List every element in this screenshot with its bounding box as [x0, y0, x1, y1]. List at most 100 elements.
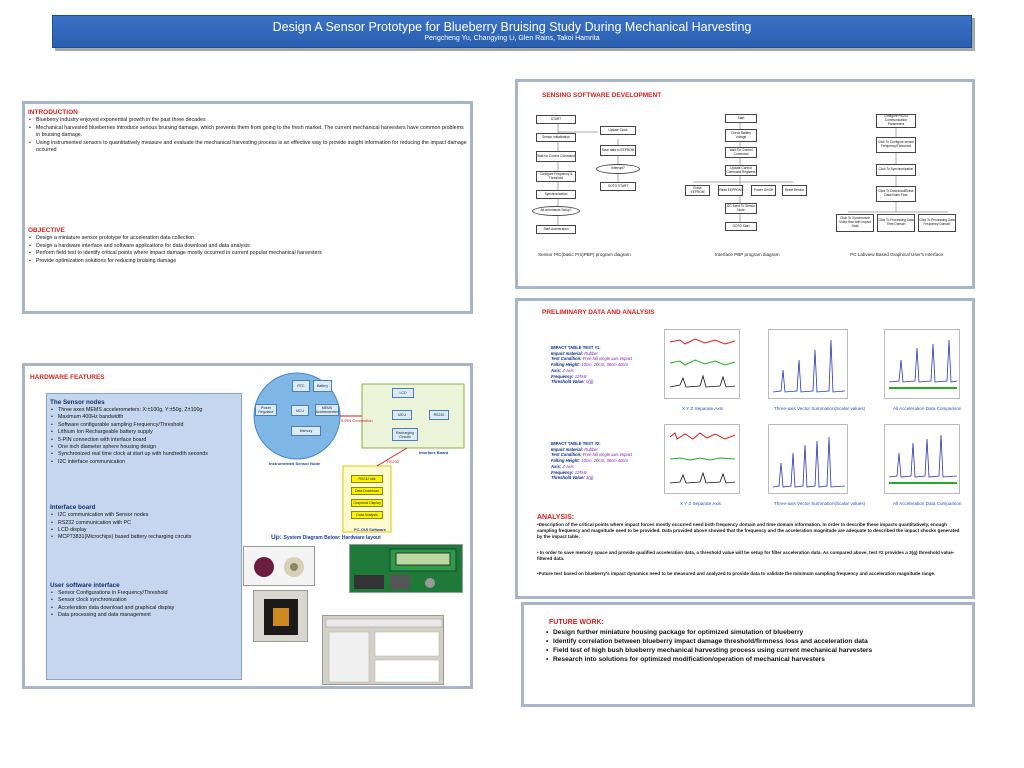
- flow1-caption: Sensor PIC(basic Pro)PBP) program diagra…: [538, 252, 631, 257]
- objective-section: OBJECTIVE Design a miniature sensor prot…: [28, 227, 467, 265]
- memory-block: Memory: [291, 426, 321, 436]
- future-list: Design further miniature housing package…: [545, 628, 951, 664]
- flow2b-node: Power On/Off: [751, 185, 776, 196]
- sensor-node-item: Software configurable sampling Frequency…: [50, 422, 238, 430]
- test2-row: Impact material: Rubber: [551, 446, 599, 452]
- flow1b-node: Save data to EEPROM: [600, 145, 636, 156]
- future-item: Identify correlation between blueberry i…: [545, 637, 951, 646]
- sensor-node-item: I2C interface communication: [50, 459, 238, 467]
- objective-item: Perform field test to identify critical …: [28, 250, 467, 258]
- test2-caption-compare: All Acceleration Data Comparison: [893, 501, 962, 506]
- flow1-node: Configure Frequency & Threshold: [536, 171, 576, 182]
- analysis-paragraph: •Future test based on blueberry's impact…: [537, 571, 936, 576]
- hardware-caption: Up: System Diagram Below: Hardware layou…: [271, 534, 381, 541]
- test1-caption-vector: Three-axis Vector Summation(Scalar value…: [774, 406, 866, 411]
- sensor-node-photo: [253, 590, 308, 642]
- test2-row: Axis: Z-axis: [551, 463, 574, 469]
- flow1-node: START: [536, 115, 576, 124]
- interface-board-label: Interface Board: [419, 450, 449, 455]
- interface-board-item: I2C communication with Sensor nodes: [50, 512, 238, 520]
- hardware-panel: HARDWARE FEATURES The Sensor nodes Three…: [22, 363, 473, 689]
- test1-caption-xyz: X Y Z Separate Axis: [682, 406, 723, 411]
- flow1-node: Sensor Initialization: [536, 133, 576, 142]
- gui-download-block: Data Download: [351, 487, 383, 495]
- flow1b-node: Update Clock: [600, 126, 636, 135]
- test2-xyz-traces: [669, 432, 736, 484]
- test2-caption-xyz: X Y Z Separate Axis: [680, 501, 721, 506]
- flow1-node: Wait for Control Command: [536, 151, 576, 162]
- poster-title: Design A Sensor Prototype for Blueberry …: [272, 20, 752, 34]
- flow2b-node: Erase EEPROM: [685, 185, 710, 196]
- flow1-decision: All commands Setup?: [532, 206, 580, 216]
- interface-board-item: RS232 communication with PC: [50, 520, 238, 528]
- user-software-item: Sensor Configurations in Frequency/Thres…: [50, 590, 238, 598]
- objective-item: Provide optimization solutions for reduc…: [28, 258, 467, 266]
- flow2-node: I2C Send To Sensor Node: [725, 203, 757, 214]
- system-diagram: RTC Battery Power Regulator MCU MEMS Acc…: [247, 369, 471, 534]
- flow3-node: Click To Download/Erase Data/Video Flow: [876, 186, 916, 202]
- flow1b-decision: Interrupt?: [596, 164, 640, 174]
- test2-box: IMPACT TABLE TEST #2: Impact material: R…: [551, 441, 632, 481]
- flow3b-node: Click To Synchronize Video flow with Imp…: [836, 214, 874, 232]
- test1-vector-plot: [768, 329, 848, 399]
- test1-compare-plot: [884, 329, 960, 399]
- interface-board-list: I2C communication with Sensor nodes RS23…: [50, 512, 238, 542]
- flow1-node: Start Acceleration: [536, 225, 576, 234]
- flow1b-node: GOTO START: [600, 182, 636, 191]
- interface-board-item: LCD display: [50, 527, 238, 535]
- user-software-item: Sensor clock synchronization: [50, 597, 238, 605]
- rs232-block: RS232: [429, 410, 449, 420]
- test1-heading: IMPACT TABLE TEST #1:: [551, 345, 601, 350]
- introduction-panel: INTRODUCTION Blueberry industry enjoyed …: [22, 101, 473, 314]
- objective-item: Design a miniature sensor prototype for …: [28, 235, 467, 243]
- sensor-node-item: Three axes MEMS accelerometers: X:±100g,…: [50, 407, 238, 415]
- mcu-block: MCU: [291, 405, 309, 416]
- sensor-node-item: Lithium Ion Rechargeable battery supply: [50, 429, 238, 437]
- flow3b-node: Click To Processing Data Time Domain: [877, 214, 915, 232]
- mems-block: MEMS Accelerometer: [315, 404, 339, 416]
- test2-xyz-plot: [664, 424, 740, 494]
- poster-authors: Pengcheng Yu, Changying Li, Glen Rains, …: [424, 35, 600, 42]
- rs232-link-label: RS232: [387, 459, 400, 464]
- introduction-title: INTRODUCTION: [28, 109, 78, 116]
- future-item: Research into solutions for optimized mo…: [545, 655, 951, 664]
- interface-board-photo: [349, 544, 463, 593]
- preliminary-panel: PRELIMINARY DATA AND ANALYSIS IMPACT TAB…: [515, 298, 975, 599]
- flow3-node: Configure RS232 Communication Parameters: [876, 114, 916, 128]
- user-software-title: User software interface: [50, 581, 120, 589]
- flow2-node: Start: [725, 114, 757, 123]
- interface-board-image: [354, 548, 457, 589]
- sensor-node-item: Synchronized real time clock at start up…: [50, 451, 238, 459]
- test1-row: Falling Height: 10cm, 20cm, 30cm 40cm: [551, 362, 629, 368]
- gui-label: PC-GUI Software: [354, 527, 387, 532]
- analysis-paragraph: •Description of the critical points wher…: [537, 522, 960, 540]
- objective-list: Design a miniature sensor prototype for …: [28, 235, 467, 265]
- test2-row: Threshold Value: 3(g): [551, 475, 594, 481]
- flow3-node: Click To Synchronization: [876, 164, 916, 176]
- user-software-item: Data processing and data management: [50, 612, 238, 620]
- pin-connection-label: 5-PIN Connection: [341, 418, 373, 423]
- test1-row: Impact material: Rubber: [551, 350, 599, 356]
- sensing-title: SENSING SOFTWARE DEVELOPMENT: [542, 92, 662, 99]
- intro-item: Using instrumented sensors to quantitati…: [28, 140, 467, 155]
- intro-item: Blueberry industry enjoyed exponential g…: [28, 117, 467, 125]
- flow2-caption: Interface PBP program diagram: [715, 252, 780, 257]
- sensor-node-image: [264, 599, 298, 635]
- test1-row: Threshold Value: 0(g): [551, 379, 594, 385]
- flow2-node: GOTO Start: [725, 222, 757, 231]
- objective-title: OBJECTIVE: [28, 226, 65, 234]
- sensor-node-item: One inch diameter sphere housing design: [50, 444, 238, 452]
- sensor-nodes-list: Three axes MEMS accelerometers: X:±100g,…: [50, 407, 238, 467]
- caption-rest: System Diagram Below: Hardware layout: [283, 535, 381, 541]
- flow2-node: Wait For Control Command: [725, 147, 757, 158]
- test1-row: Test Condition: Free fall single axis im…: [551, 356, 633, 362]
- flow1-node: Synchronization: [536, 190, 576, 199]
- test2-vector-plot: [768, 424, 848, 494]
- gui-analysis-block: Data Analysis: [351, 511, 383, 519]
- test2-heading: IMPACT TABLE TEST #2:: [551, 441, 601, 446]
- user-software-list: Sensor Configurations in Frequency/Thres…: [50, 590, 238, 620]
- test1-caption-compare: All Acceleration Data Comparison: [893, 406, 962, 411]
- gui-screenshot-image: [325, 618, 443, 683]
- sensor-nodes-title: The Sensor nodes: [50, 399, 105, 406]
- test1-row: Axis: Z-axis: [551, 367, 574, 373]
